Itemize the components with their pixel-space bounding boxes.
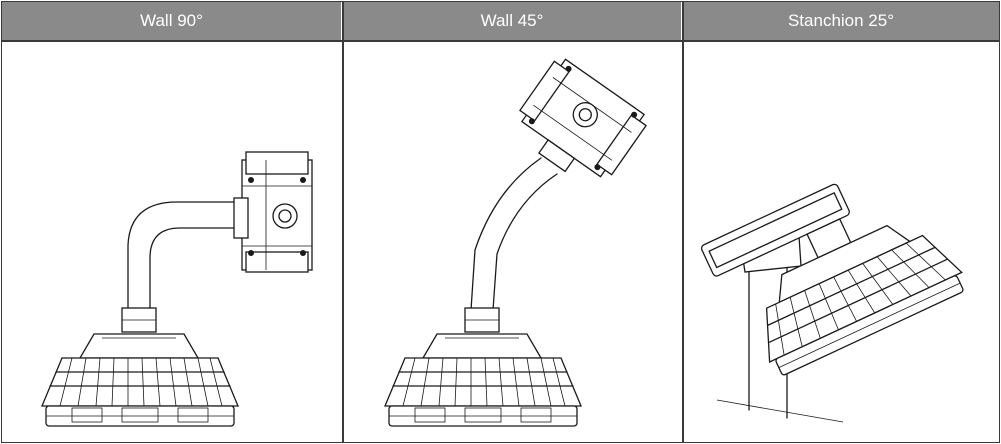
stanchion-25-mount-drawing: [700, 183, 964, 423]
header-stanchion-25: Stanchion 25°: [683, 2, 999, 40]
junction-box: [519, 58, 647, 178]
fixture-heatsink: [41, 357, 239, 427]
cell-stanchion-25: [683, 40, 999, 442]
fixture-heatsink: [384, 357, 582, 427]
junction-box: [233, 151, 313, 273]
wall-90-mount-drawing: [41, 151, 313, 427]
cell-wall-90: [2, 40, 341, 442]
cell-wall-45: [343, 40, 681, 442]
header-wall-90: Wall 90°: [2, 2, 341, 40]
header-wall-45: Wall 45°: [343, 2, 681, 40]
wall-45-mount-drawing: [384, 58, 647, 427]
fixture-tilted: [700, 183, 964, 376]
